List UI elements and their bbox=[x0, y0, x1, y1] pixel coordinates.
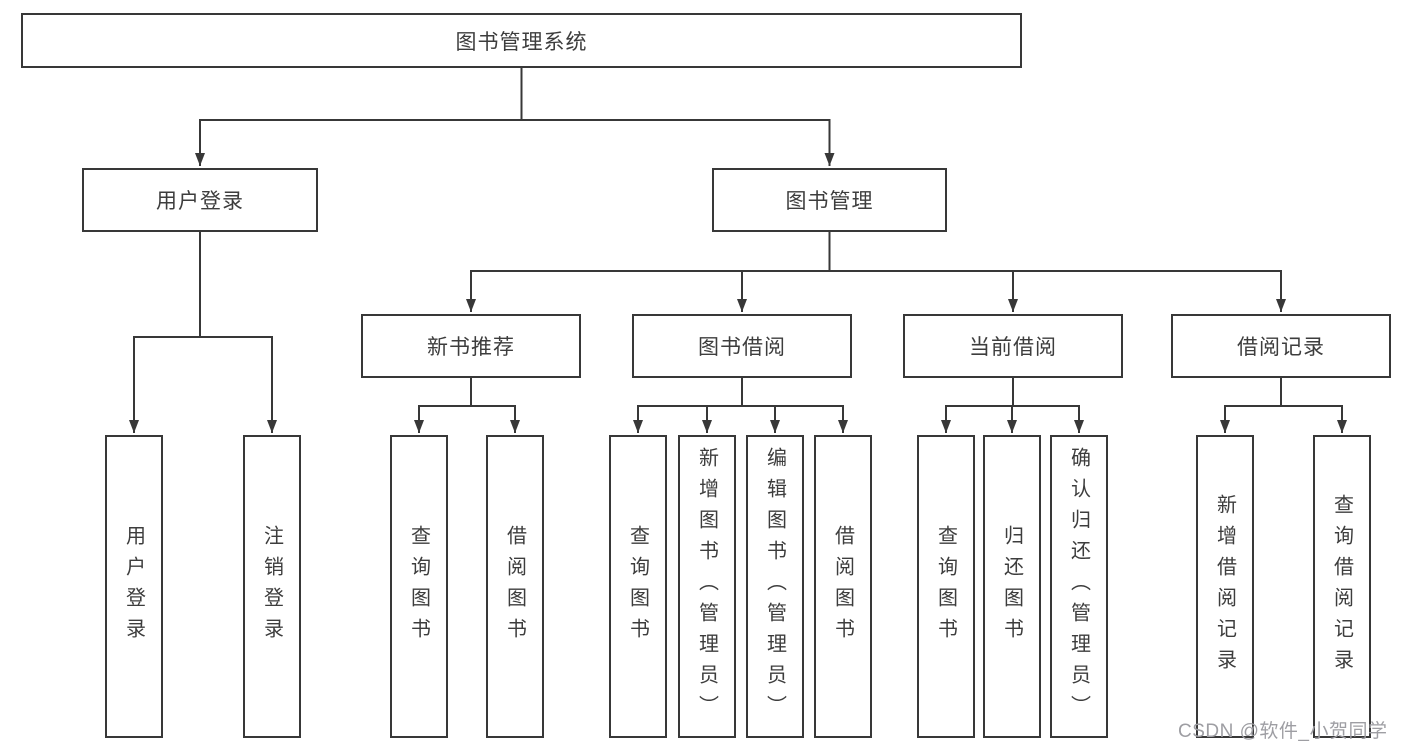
leaf-borrow-books-borrowing-label: 借阅图书 bbox=[831, 524, 854, 649]
leaf-add-books-admin-label: 新增图书（管理员） bbox=[695, 447, 718, 726]
leaf-query-books-current: 查询图书 bbox=[917, 435, 975, 738]
leaf-borrow-books-recommend: 借阅图书 bbox=[486, 435, 544, 738]
node-borrowing-records: 借阅记录 bbox=[1171, 314, 1391, 378]
node-user-login: 用户登录 bbox=[82, 168, 318, 232]
leaf-borrow-books-borrowing: 借阅图书 bbox=[814, 435, 872, 738]
leaf-confirm-return-admin: 确认归还（管理员） bbox=[1050, 435, 1108, 738]
leaf-add-books-admin: 新增图书（管理员） bbox=[678, 435, 736, 738]
leaf-query-borrow-record: 查询借阅记录 bbox=[1313, 435, 1371, 738]
watermark: CSDN @软件_小贺同学 bbox=[1178, 721, 1388, 742]
leaf-add-borrow-record-label: 新增借阅记录 bbox=[1213, 493, 1236, 680]
leaf-edit-books-admin: 编辑图书（管理员） bbox=[746, 435, 804, 738]
leaf-user-login: 用户登录 bbox=[105, 435, 163, 738]
leaf-add-borrow-record: 新增借阅记录 bbox=[1196, 435, 1254, 738]
node-book-borrowing: 图书借阅 bbox=[632, 314, 852, 378]
leaf-return-books: 归还图书 bbox=[983, 435, 1041, 738]
leaf-borrow-books-recommend-label: 借阅图书 bbox=[503, 524, 526, 649]
leaf-query-borrow-record-label: 查询借阅记录 bbox=[1330, 493, 1353, 680]
leaf-user-login-label: 用户登录 bbox=[122, 524, 145, 649]
leaf-logout: 注销登录 bbox=[243, 435, 301, 738]
leaf-query-books-recommend-label: 查询图书 bbox=[407, 524, 430, 649]
node-current-borrowing: 当前借阅 bbox=[903, 314, 1123, 378]
node-new-book-recommendation: 新书推荐 bbox=[361, 314, 581, 378]
leaf-edit-books-admin-label: 编辑图书（管理员） bbox=[763, 447, 786, 726]
leaf-query-books-borrowing: 查询图书 bbox=[609, 435, 667, 738]
leaf-confirm-return-admin-label: 确认归还（管理员） bbox=[1067, 447, 1090, 726]
leaf-query-books-borrowing-label: 查询图书 bbox=[626, 524, 649, 649]
leaf-return-books-label: 归还图书 bbox=[1000, 524, 1023, 649]
leaf-query-books-current-label: 查询图书 bbox=[934, 524, 957, 649]
node-library-management-system: 图书管理系统 bbox=[21, 13, 1022, 68]
leaf-logout-label: 注销登录 bbox=[260, 524, 283, 649]
leaf-query-books-recommend: 查询图书 bbox=[390, 435, 448, 738]
node-book-management: 图书管理 bbox=[712, 168, 947, 232]
